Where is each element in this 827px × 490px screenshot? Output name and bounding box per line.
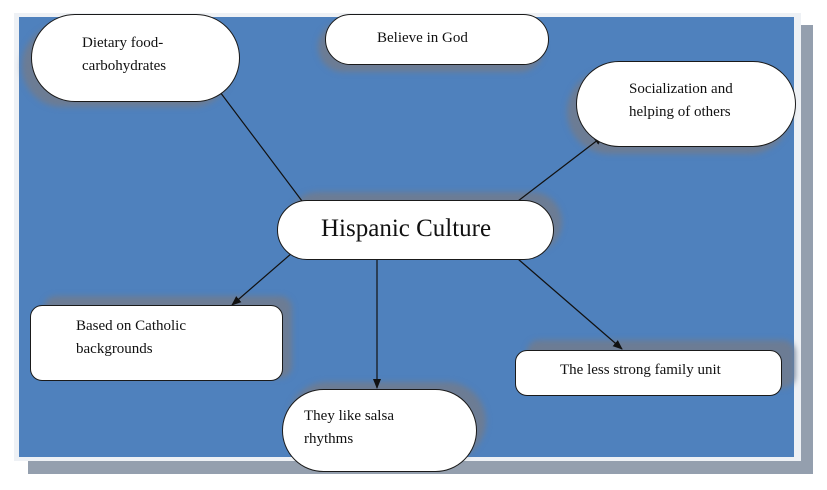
edge-center-catholic [231,252,293,306]
node-believe-in-god: Believe in God [325,14,549,65]
node-label: Based on Catholic backgrounds [76,318,186,357]
central-node-label: Hispanic Culture [321,215,492,242]
node-family-unit: The less strong family unit [515,350,782,396]
node-hispanic-culture: Hispanic Culture [277,200,554,260]
node-label: The less strong family unit [560,362,721,378]
node-socialization: Socialization and helping of others [576,61,796,147]
node-catholic: Based on Catholic backgrounds [30,305,283,381]
node-salsa: They like salsa rhythms [282,389,477,472]
node-label: Dietary food- carbohydrates [82,35,167,74]
node-label: Believe in God [377,30,468,46]
node-label: They like salsa rhythms [304,408,394,447]
edge-center-social [517,135,604,202]
edge-center-family [517,258,623,350]
node-dietary-food: Dietary food- carbohydrates [31,14,240,102]
edge-center-dietary [213,83,303,202]
node-label: Socialization and helping of others [629,81,733,120]
